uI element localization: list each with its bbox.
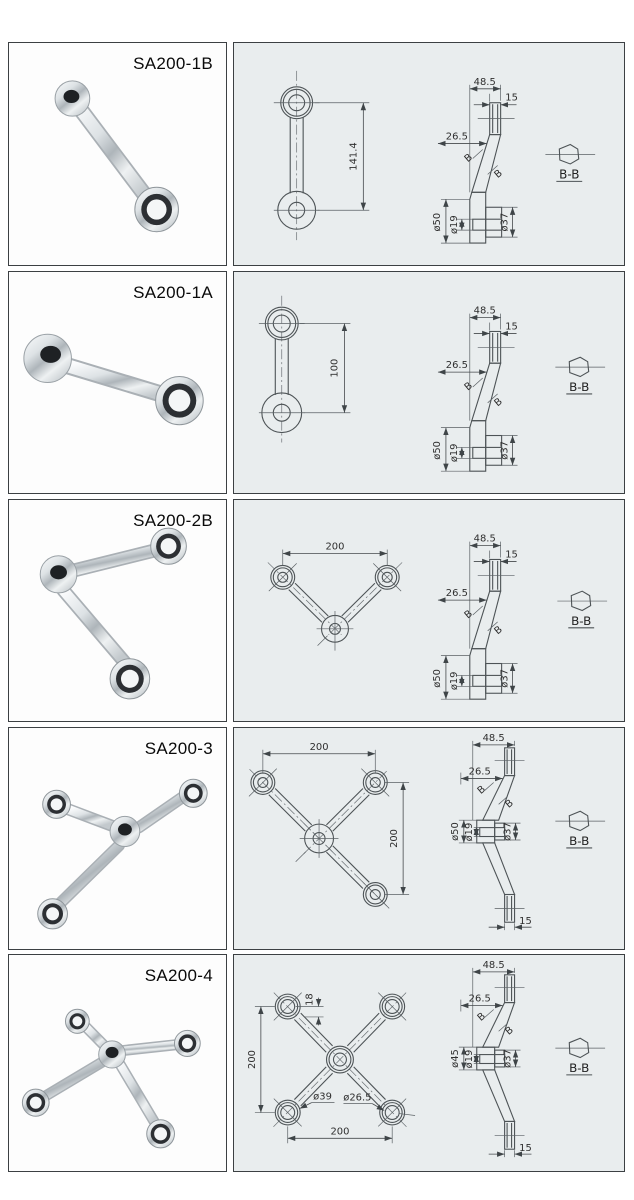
product-photo bbox=[23, 333, 204, 426]
product-photo bbox=[39, 527, 187, 700]
dim-base-outer: ø50 bbox=[432, 441, 443, 460]
drawing-panel: 200 200 48.5 26.5 B bbox=[233, 727, 625, 950]
dim-boss: ø37 bbox=[500, 213, 511, 232]
dim-boss: ø37 bbox=[503, 822, 514, 841]
dim-offset: 26.5 bbox=[446, 360, 468, 371]
dim-bore: ø19 bbox=[464, 823, 475, 842]
drawing-panel: 141.4 48.5 15 26.5 B bbox=[233, 42, 625, 266]
front-view: 100 bbox=[258, 295, 351, 443]
dim-span: 200 bbox=[330, 1126, 349, 1137]
dim-head-width: 15 bbox=[519, 1143, 532, 1154]
side-view: 48.5 26.5 B B ø50 ø19 bbox=[450, 733, 532, 931]
product-code: SA200-3 bbox=[144, 739, 213, 758]
dim-rise: 200 bbox=[247, 1050, 258, 1069]
product-code: SA200-2B bbox=[133, 511, 213, 530]
dim-offset: 26.5 bbox=[469, 767, 491, 778]
section-view: B-B bbox=[555, 1037, 606, 1076]
section-label: B-B bbox=[571, 614, 591, 628]
section-mark: B bbox=[492, 396, 504, 409]
front-view: 200 200 bbox=[248, 742, 410, 909]
product-photo bbox=[54, 80, 179, 233]
dim-base-outer: ø50 bbox=[432, 213, 443, 232]
dim-boss: ø37 bbox=[500, 669, 511, 688]
product-row: SA200-4 bbox=[0, 954, 634, 1172]
dim-top-width: 48.5 bbox=[483, 733, 505, 744]
photo-panel: SA200-2B bbox=[8, 499, 227, 722]
section-mark: B bbox=[503, 798, 515, 811]
photo-panel: SA200-1B bbox=[8, 42, 227, 266]
side-view: 48.5 15 26.5 B B ø50 ø19 ø37 bbox=[432, 534, 518, 700]
dim-top-width: 48.5 bbox=[474, 306, 496, 317]
section-view: B-B bbox=[555, 810, 606, 849]
dim-hole: ø26.5 bbox=[343, 1093, 371, 1104]
section-view: B-B bbox=[545, 143, 596, 182]
product-row: SA200-3 bbox=[0, 727, 634, 950]
dim-bore: ø19 bbox=[449, 444, 460, 463]
dim-offset: 26.5 bbox=[446, 132, 468, 143]
section-mark: B bbox=[492, 624, 504, 637]
dim-ring: ø39 bbox=[313, 1092, 332, 1103]
dim-base-outer: ø50 bbox=[450, 822, 461, 841]
section-mark: B bbox=[463, 152, 475, 165]
dim-bore: ø19 bbox=[464, 1050, 475, 1069]
dim-head-width: 15 bbox=[505, 549, 518, 560]
photo-panel: SA200-1A bbox=[8, 271, 227, 494]
product-code: SA200-1B bbox=[133, 54, 213, 73]
section-mark: B bbox=[476, 1011, 488, 1024]
dim-rise: 200 bbox=[389, 829, 400, 848]
section-label: B-B bbox=[559, 167, 579, 181]
technical-drawing: 200 200 48.5 26.5 B bbox=[248, 733, 606, 931]
product-photo bbox=[37, 778, 208, 930]
section-label: B-B bbox=[569, 380, 589, 394]
dim-offset: 26.5 bbox=[446, 588, 468, 599]
photo-panel: SA200-4 bbox=[8, 954, 227, 1172]
drawing-panel: 18 200 200 ø39 ø26.5 bbox=[233, 954, 625, 1172]
dim-top-width: 48.5 bbox=[483, 960, 505, 971]
dim-base-outer: ø45 bbox=[450, 1049, 461, 1068]
dim-top-width: 48.5 bbox=[474, 77, 496, 88]
dim-edge: 18 bbox=[305, 993, 316, 1006]
dim-head-width: 15 bbox=[505, 321, 518, 332]
technical-drawing: 141.4 48.5 15 26.5 B bbox=[273, 70, 596, 244]
dim-offset: 26.5 bbox=[469, 994, 491, 1005]
dim-arm-length: 141.4 bbox=[348, 142, 359, 170]
dim-head-width: 15 bbox=[519, 916, 532, 927]
dim-boss: ø37 bbox=[500, 441, 511, 460]
photo-panel: SA200-3 bbox=[8, 727, 227, 950]
side-view: 48.5 15 26.5 B B ø50 ø19 ø37 bbox=[432, 77, 518, 244]
side-view: 48.5 15 26.5 B B ø50 ø19 ø37 bbox=[432, 306, 518, 472]
section-view: B-B bbox=[555, 356, 606, 395]
technical-drawing: 100 48.5 15 26.5 B bbox=[258, 295, 606, 472]
section-mark: B bbox=[493, 168, 505, 181]
section-mark: B bbox=[503, 1025, 515, 1038]
front-view: 141.4 bbox=[273, 70, 370, 241]
product-code: SA200-4 bbox=[144, 966, 213, 985]
front-view: 18 200 200 ø39 ø26.5 bbox=[247, 992, 416, 1144]
section-mark: B bbox=[476, 784, 488, 797]
product-photo bbox=[21, 1008, 201, 1149]
product-row: SA200-2B bbox=[0, 499, 634, 722]
dim-span: 200 bbox=[310, 742, 329, 753]
dim-bore: ø19 bbox=[449, 672, 460, 691]
dim-boss: ø37 bbox=[503, 1049, 514, 1068]
drawing-panel: 100 48.5 15 26.5 B bbox=[233, 271, 625, 494]
dim-bore: ø19 bbox=[449, 215, 460, 234]
front-view: 200 bbox=[267, 542, 403, 651]
section-label: B-B bbox=[569, 1061, 589, 1075]
product-code: SA200-1A bbox=[133, 283, 213, 302]
dim-head-width: 15 bbox=[505, 93, 518, 104]
dim-span: 200 bbox=[326, 542, 345, 553]
drawing-panel: 200 48.5 15 26.5 B bbox=[233, 499, 625, 722]
product-row: SA200-1B 141.4 bbox=[0, 42, 634, 266]
dim-base-outer: ø50 bbox=[432, 669, 443, 688]
dim-top-width: 48.5 bbox=[474, 534, 496, 545]
product-row: SA200-1A 100 bbox=[0, 271, 634, 494]
dim-arm-length: 100 bbox=[329, 359, 340, 378]
section-view: B-B bbox=[557, 590, 608, 629]
technical-drawing: 18 200 200 ø39 ø26.5 bbox=[247, 960, 606, 1158]
side-view: 48.5 26.5 B B ø45 ø19 bbox=[450, 960, 532, 1158]
technical-drawing: 200 48.5 15 26.5 B bbox=[267, 534, 608, 700]
section-label: B-B bbox=[569, 834, 589, 848]
